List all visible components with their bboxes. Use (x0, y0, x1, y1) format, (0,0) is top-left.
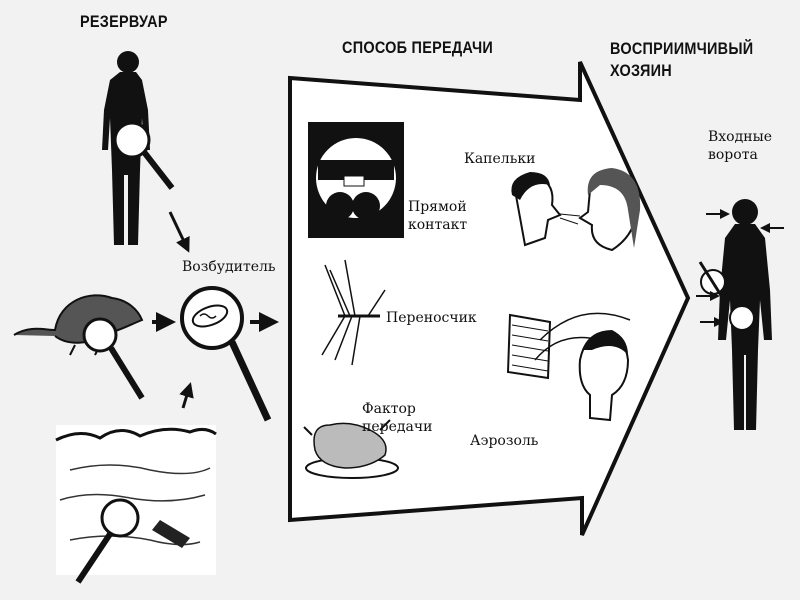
host-header: ВОСПРИИМЧИВЫЙ ХОЗЯИН (610, 39, 754, 80)
droplets-label: Капельки (464, 151, 536, 167)
direct-contact-picture (308, 122, 404, 238)
portal-arrows (696, 209, 784, 327)
reservoir-human-icon (102, 51, 150, 245)
portals-of-entry-label: Входные ворота (708, 129, 772, 163)
direct-contact-label: Прямой контакт (408, 199, 468, 233)
microbe-icon (191, 304, 229, 328)
pathogen-magnifier-icon (180, 286, 272, 422)
host-human-icon (698, 199, 772, 430)
aerosol-picture (506, 312, 631, 422)
rat-icon (13, 294, 144, 356)
mosquito-icon (321, 259, 386, 366)
reservoir-magnifier-icon (113, 121, 175, 190)
pond-landscape-icon (55, 425, 217, 584)
arrow-pond-to-pathogen (179, 382, 194, 409)
reservoir-header: РЕЗЕРВУАР (80, 12, 168, 31)
roast-chicken-icon (303, 419, 399, 479)
droplets-picture (511, 168, 641, 252)
pathogen-label: Возбудитель (182, 259, 276, 275)
arrow-human-to-pathogen (168, 211, 190, 253)
transmission-header: СПОСОБ ПЕРЕДАЧИ (342, 38, 494, 57)
vehicle-label: Фактор передачи (362, 401, 433, 435)
vector-label: Переносчик (386, 310, 477, 326)
aerosol-label: Аэрозоль (470, 433, 539, 449)
rat-magnifier-icon (82, 317, 145, 400)
